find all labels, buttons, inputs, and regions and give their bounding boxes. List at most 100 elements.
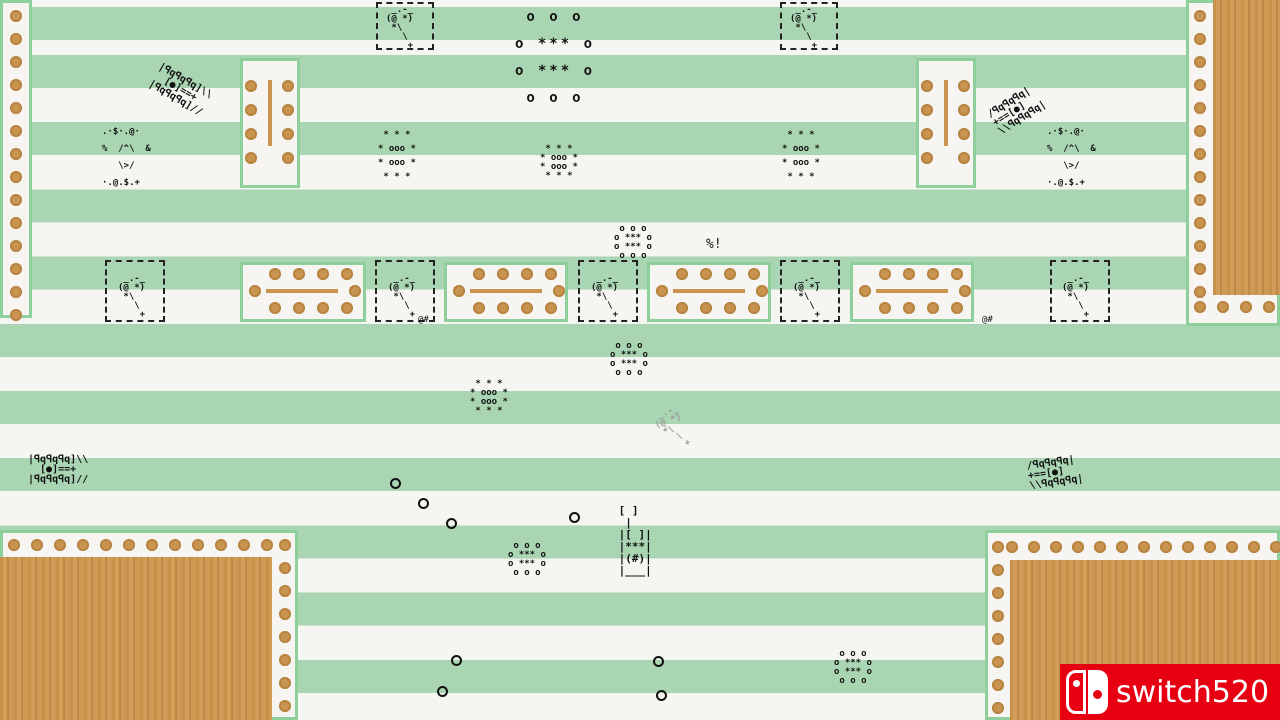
mine-cluster: o o o o *** o o *** o o o o: [508, 541, 546, 578]
wall-stud: [10, 286, 22, 298]
wall-stud: [992, 587, 1004, 599]
wall-stud: [10, 33, 22, 45]
symbol-text: %!: [706, 237, 722, 252]
bullet: [653, 656, 664, 667]
pillar-left-bar: [268, 80, 272, 146]
wall-stud: [903, 302, 915, 314]
wall-stud: [279, 608, 291, 620]
bullet: [390, 478, 401, 489]
wall-stud: [10, 263, 22, 275]
wall-stud: [879, 302, 891, 314]
bullet: [437, 686, 448, 697]
wall-stud: [238, 539, 250, 551]
wall-stud: [269, 268, 281, 280]
wall-stud: [282, 104, 294, 116]
wall-stud: [279, 700, 291, 712]
wall-stud: [1182, 541, 1194, 553]
turret-box: [105, 260, 165, 322]
wall-stud: [951, 268, 963, 280]
wall-stud: [100, 539, 112, 551]
wall-stud: [992, 656, 1004, 668]
wall-stud: [1240, 301, 1252, 313]
mine-cluster: o o o o *** o o *** o o o o: [834, 649, 872, 686]
wall-stud: [497, 268, 509, 280]
wall-stud: [1194, 10, 1206, 22]
wall-stud: [958, 128, 970, 140]
wall-stud: [700, 302, 712, 314]
wall-stud: [927, 302, 939, 314]
turret: _.-_ (@ *) *\ \ +: [118, 274, 146, 320]
wall-stud: [992, 610, 1004, 622]
wall-stud: [1194, 171, 1206, 183]
wall-stud: [245, 80, 257, 92]
wall-stud: [1194, 102, 1206, 114]
turret-box: [375, 260, 435, 322]
wall-stud: [282, 128, 294, 140]
switch-logo-icon: [1066, 670, 1110, 714]
wall-stud: [473, 268, 485, 280]
wall-stud: [1094, 541, 1106, 553]
wall-stud: [958, 152, 970, 164]
turret-box: [1050, 260, 1110, 322]
wall-stud: [1194, 125, 1206, 137]
wall-stud: [77, 539, 89, 551]
wall-stud: [1194, 148, 1206, 160]
wall-stud: [10, 148, 22, 160]
wall-stud: [1270, 541, 1280, 553]
large-mine-cluster: o o o o *** o o *** o o o o: [515, 9, 596, 106]
wall-stud: [10, 240, 22, 252]
wall-stud: [879, 268, 891, 280]
wall-stud: [700, 268, 712, 280]
wall-stud: [317, 268, 329, 280]
turret: _.-_ (@ *) *\ \ +: [793, 274, 821, 320]
wall-stud: [8, 539, 20, 551]
wall-stud: [1263, 301, 1275, 313]
wall-stud: [10, 10, 22, 22]
wall-stud: [1194, 33, 1206, 45]
turret: _.-_ (@ *) *\ \ +: [1062, 274, 1090, 320]
wall-stud: [903, 268, 915, 280]
wall-stud: [245, 128, 257, 140]
wall-stud: [341, 302, 353, 314]
watermark-text: switch520: [1116, 674, 1270, 710]
bullet: [656, 690, 667, 701]
barrier-2-bar: [470, 289, 542, 293]
wall-stud: [123, 539, 135, 551]
wall-stud: [958, 104, 970, 116]
wall-stud: [10, 194, 22, 206]
wall-stud: [951, 302, 963, 314]
wall-stud: [859, 285, 871, 297]
wall-stud: [656, 285, 668, 297]
wall-stud: [279, 585, 291, 597]
wall-stud: [293, 302, 305, 314]
enemy-tank: |ꟼqꟼqꟼq]\\ [●]==+ |ꟼqꟼqꟼq]//: [28, 454, 89, 485]
wall-stud: [992, 679, 1004, 691]
wall-stud: [1160, 541, 1172, 553]
wall-stud: [921, 104, 933, 116]
wall-stud: [10, 56, 22, 68]
bullet: [446, 518, 457, 529]
wall-stud: [992, 564, 1004, 576]
wall-stud: [724, 302, 736, 314]
wall-stud: [553, 285, 565, 297]
wall-stud: [146, 539, 158, 551]
mine-cluster: * * * * ooo * * ooo * * * *: [782, 130, 820, 182]
wall-stud: [748, 302, 760, 314]
wall-stud: [245, 104, 257, 116]
wall-stud: [992, 702, 1004, 714]
wall-stud: [1194, 56, 1206, 68]
bullet: [418, 498, 429, 509]
wall-stud: [341, 268, 353, 280]
wall-stud: [921, 152, 933, 164]
wall-stud: [31, 539, 43, 551]
mine-cluster: o o o o *** o o *** o o o o: [610, 341, 648, 378]
watermark-logo: switch520: [1060, 664, 1280, 720]
wall-stud: [10, 217, 22, 229]
wall-stud: [959, 285, 971, 297]
wall-stud: [279, 562, 291, 574]
mine-cluster: * * * * ooo * * ooo * * * *: [470, 379, 508, 416]
mine-cluster: * * * * ooo * * ooo * * * *: [378, 130, 416, 182]
octagon-turret: .·$·.@· % /^\ & \>/ ·.@.$.+: [102, 127, 151, 188]
wall-stud: [958, 80, 970, 92]
wall-stud: [545, 268, 557, 280]
